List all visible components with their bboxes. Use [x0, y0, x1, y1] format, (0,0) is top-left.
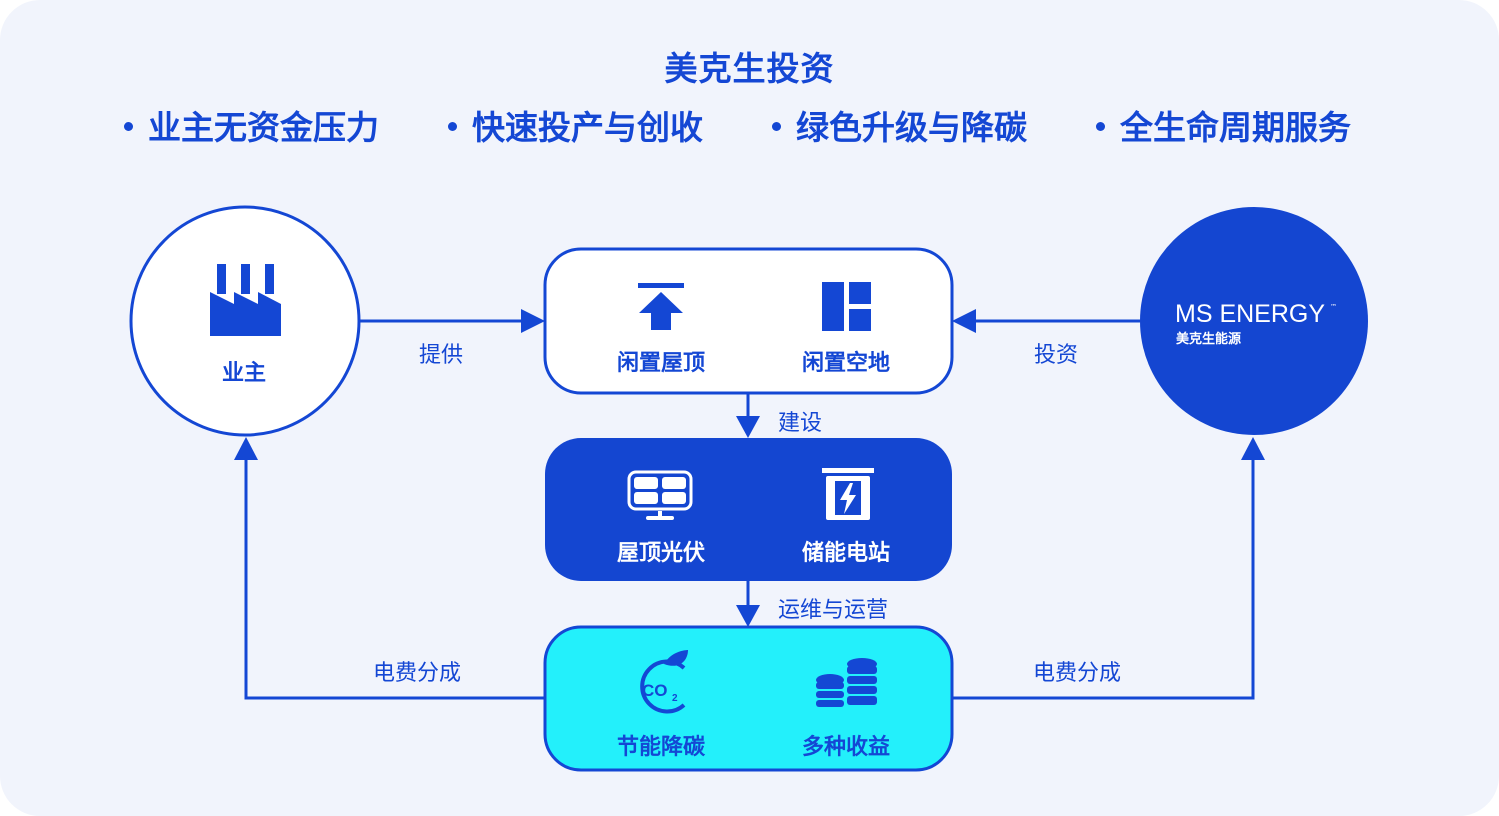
- diagram-title: 美克生投资: [664, 49, 835, 88]
- bottom-box-item-energy-saving: 节能降碳: [616, 735, 705, 760]
- middle-box-item-storage-station: 储能电站: [801, 541, 890, 566]
- ms-energy-logo-tm: ™: [1330, 303, 1337, 311]
- investor-circle: [1140, 207, 1368, 435]
- top-box-item-idle-land: 闲置空地: [801, 351, 890, 376]
- layout-icon: [822, 282, 871, 331]
- build-arrow-head: [736, 416, 760, 438]
- factory-icon: [210, 264, 281, 336]
- invest-arrow-head: [952, 309, 976, 333]
- middle-box-item-rooftop-pv: 屋顶光伏: [616, 541, 705, 566]
- flow-label-build: 建设: [778, 411, 823, 436]
- provide-arrow-head: [521, 309, 545, 333]
- flow-label-operate: 运维与运营: [778, 598, 889, 623]
- share-left-arrow-head: [234, 437, 258, 460]
- owner-label: 业主: [222, 361, 267, 386]
- bullet-dot: [448, 122, 457, 131]
- operate-arrow-head: [736, 605, 760, 627]
- middle-box: [545, 438, 952, 581]
- flow-label-share-left: 电费分成: [373, 661, 462, 686]
- svg-text:CO: CO: [642, 681, 668, 700]
- share-right-arrow-head: [1241, 437, 1265, 460]
- ms-energy-logo-text: MS ENERGY: [1175, 300, 1326, 328]
- benefit-bullet-4: 全生命周期服务: [1096, 104, 1351, 152]
- share-left-arrow: [244, 458, 545, 700]
- co2-leaf-icon: CO 2: [640, 650, 688, 714]
- bullet-dot: [1096, 122, 1105, 131]
- benefit-bullet-3: 绿色升级与降碳: [772, 104, 1027, 152]
- ms-energy-logo-subtitle: 美克生能源: [1176, 332, 1242, 347]
- battery-icon: [822, 468, 874, 520]
- share-right-arrow: [952, 458, 1255, 700]
- connector-lines: [234, 309, 1265, 700]
- bottom-box-item-multiple-returns: 多种收益: [801, 735, 890, 760]
- flow-label-share-right: 电费分成: [1033, 661, 1122, 686]
- benefit-bullet-2: 快速投产与创收: [448, 104, 703, 152]
- flow-label-invest: 投资: [1034, 343, 1079, 368]
- benefit-bullet-1: 业主无资金压力: [124, 104, 379, 152]
- top-box-item-idle-roof: 闲置屋顶: [616, 351, 705, 376]
- bullet-dot: [124, 122, 133, 131]
- bullet-dot: [772, 122, 781, 131]
- svg-text:2: 2: [672, 693, 678, 704]
- upload-icon: [638, 283, 684, 330]
- flow-label-provide: 提供: [419, 343, 464, 368]
- coins-stack-icon: [816, 658, 877, 707]
- solar-panel-icon: [627, 470, 693, 520]
